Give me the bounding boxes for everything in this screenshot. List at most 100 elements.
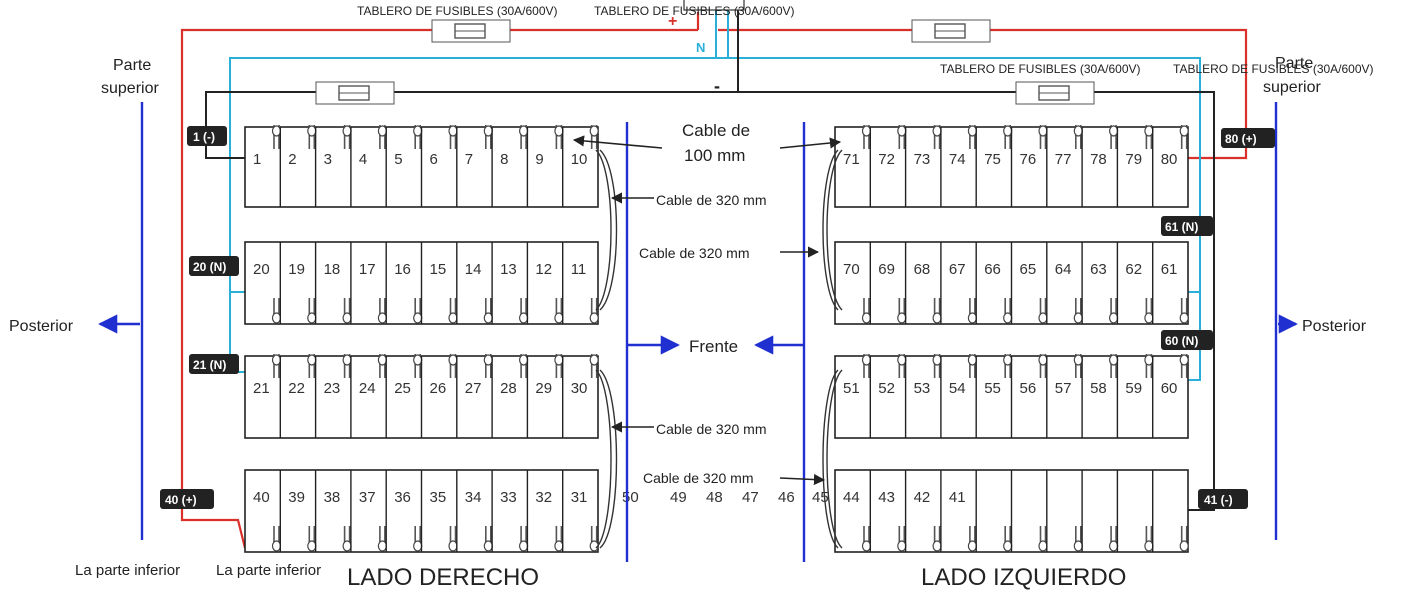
terminal-tag-61-neutral: 61 (N) [1161, 216, 1213, 236]
terminal-tag-41-neg: 41 (-) [1198, 489, 1248, 509]
battery-number: 76 [1020, 151, 1037, 168]
negative-sign: - [714, 76, 720, 96]
battery-number: 35 [430, 489, 447, 506]
battery-number: 2 [288, 151, 296, 168]
battery-terminal-icon [897, 526, 907, 552]
battery-number: 14 [465, 261, 482, 278]
battery-terminal-icon [1108, 125, 1119, 149]
battery-number: 24 [359, 380, 376, 397]
positive-sign: + [668, 13, 677, 30]
battery-number: 43 [878, 489, 895, 506]
cable-320-label-c: Cable de 320 mm [656, 421, 767, 437]
top-right-label-line2: superior [1263, 79, 1321, 96]
battery-number: 50 [622, 489, 639, 506]
battery-number: 26 [430, 380, 447, 397]
battery-number: 12 [535, 261, 552, 278]
battery-terminal-icon [448, 354, 458, 378]
battery-number: 8 [500, 151, 508, 168]
battery-number: 52 [878, 380, 895, 397]
battery-number: 1 [253, 151, 261, 168]
top-left-label-line1: Parte [113, 57, 151, 74]
side-left-title: LADO IZQUIERDO [921, 564, 1126, 591]
battery-terminal-icon [1179, 354, 1189, 378]
battery-number: 27 [465, 380, 482, 397]
jumper-cables [595, 149, 843, 549]
battery-number: 72 [878, 151, 895, 168]
svg-text:1 (-): 1 (-) [193, 130, 215, 144]
battery-terminal-icon [448, 298, 458, 324]
battery-terminal-icon [448, 125, 458, 149]
battery-terminal-icon [1003, 298, 1013, 324]
battery-number: 66 [984, 261, 1001, 278]
battery-number: 3 [324, 151, 332, 168]
battery-terminal-icon [1038, 526, 1048, 552]
battery-terminal-icon [1038, 125, 1048, 149]
battery-number: 32 [535, 489, 552, 506]
fuse-board-center [683, 0, 745, 11]
battery-terminal-icon [307, 526, 317, 552]
cable-100-line1: Cable de [682, 121, 750, 140]
svg-text:41 (-): 41 (-) [1204, 493, 1233, 507]
battery-terminal-icon [967, 526, 978, 552]
battery-number: 7 [465, 151, 473, 168]
battery-terminal-icon [271, 298, 282, 324]
battery-number: 67 [949, 261, 966, 278]
battery-terminal-icon [483, 125, 493, 149]
battery-number: 70 [843, 261, 860, 278]
battery-terminal-icon [897, 298, 907, 324]
battery-number: 22 [288, 380, 305, 397]
battery-number: 59 [1125, 380, 1142, 397]
battery-number: 5 [394, 151, 402, 168]
side-right-title: LADO DERECHO [347, 564, 539, 591]
cable-100-line2: 100 mm [684, 146, 745, 165]
battery-terminal-icon [483, 354, 493, 378]
battery-terminal-icon [483, 526, 493, 552]
battery-number: 38 [324, 489, 341, 506]
fuse-label-right-2: TABLERO DE FUSIBLES (30A/600V) [1173, 62, 1374, 76]
battery-number: 40 [253, 489, 270, 506]
guide-lines [98, 102, 1298, 562]
battery-number: 20 [253, 261, 270, 278]
battery-number: 51 [843, 380, 860, 397]
battery-terminal-icon [448, 526, 458, 552]
fuse-board-left [315, 81, 395, 105]
battery-terminal-icon [342, 125, 352, 149]
battery-terminal-icon [1179, 526, 1189, 552]
battery-number: 57 [1055, 380, 1072, 397]
battery-number: 73 [914, 151, 931, 168]
terminal-tag-80-pos: 80 (+) [1221, 128, 1275, 148]
battery-terminal-icon [271, 125, 282, 149]
battery-number: 34 [465, 489, 482, 506]
battery-number: 29 [535, 380, 552, 397]
terminal-tag-40-pos: 40 (+) [160, 489, 214, 509]
battery-number: 16 [394, 261, 411, 278]
battery-terminal-icon [554, 354, 564, 378]
terminal-tag-21-neutral: 21 (N) [189, 354, 239, 374]
battery-terminal-icon [307, 298, 317, 324]
svg-text:40 (+): 40 (+) [165, 493, 197, 507]
front-label: Frente [689, 337, 738, 356]
battery-number: 46 [778, 489, 795, 506]
svg-text:60 (N): 60 (N) [1165, 334, 1198, 348]
svg-text:20 (N): 20 (N) [193, 260, 226, 274]
battery-number: 19 [288, 261, 305, 278]
battery-terminal-icon [589, 526, 599, 552]
battery-terminal-icon [1003, 526, 1013, 552]
battery-terminal-icon [483, 298, 493, 324]
cable-320-label-b: Cable de 320 mm [639, 245, 750, 261]
battery-number: 4 [359, 151, 367, 168]
battery-number: 39 [288, 489, 305, 506]
battery-terminal-icon [861, 298, 872, 324]
battery-number: 68 [914, 261, 931, 278]
battery-number: 45 [812, 489, 829, 506]
battery-number: 15 [430, 261, 447, 278]
battery-terminal-icon [342, 298, 352, 324]
terminal-tag-60-neutral: 60 (N) [1161, 330, 1213, 350]
fuse-board-top-right [911, 19, 991, 43]
